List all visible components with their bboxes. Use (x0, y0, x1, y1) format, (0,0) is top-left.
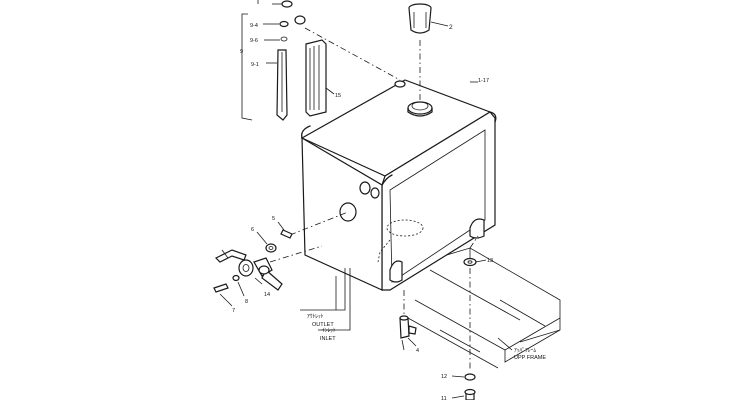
callout-1-17: 1-17 (478, 78, 489, 84)
callout-2: 2 (449, 24, 453, 31)
upper-frame-label: UPP FRAME (514, 355, 546, 361)
inlet-jp-label: ｲﾝﾚｯﾄ (322, 328, 336, 334)
callout-13: 13 (487, 258, 493, 264)
callout-9-4: 9-4 (250, 23, 258, 29)
callout-7: 7 (232, 308, 235, 314)
upper-frame (407, 247, 561, 369)
bolt-part-5: 5 (272, 216, 293, 239)
fitting-parts-7-8: 8 7 (213, 274, 248, 314)
drain-valve-part-14: 14 (214, 249, 283, 298)
callout-5: 5 (272, 216, 275, 222)
outlet-jp-label: ｱｳﾄﾚｯﾄ (307, 313, 324, 320)
strainer-part: 2 (408, 3, 453, 34)
sight-gauge: 15 (305, 39, 341, 117)
outlet-label: OUTLET (312, 322, 334, 328)
callout-14: 14 (264, 292, 270, 298)
callout-6: 6 (251, 227, 254, 233)
upper-frame-annotation: ｱｯﾊﾟﾌﾚｰﾑ UPP FRAME (497, 337, 546, 361)
level-gauge-group: 9-4 9-6 9 9-1 (240, 0, 306, 121)
leader-lines (269, 27, 479, 370)
callout-9-6: 9-6 (250, 38, 258, 44)
callout-9-1: 9-1 (251, 62, 259, 68)
callout-8: 8 (245, 299, 248, 305)
washer-part-6: 6 (251, 227, 277, 253)
callout-4: 4 (416, 348, 419, 354)
callout-15: 15 (335, 93, 341, 99)
inlet-label: INLET (320, 336, 336, 342)
hardware-parts-11-12: 12 11 (441, 373, 476, 402)
callout-11: 11 (441, 396, 447, 400)
port-annotations: ｱｳﾄﾚｯﾄ OUTLET ｲﾝﾚｯﾄ INLET (307, 313, 336, 342)
upper-frame-jp-label: ｱｯﾊﾟﾌﾚｰﾑ (514, 347, 536, 354)
callout-9: 9 (240, 49, 243, 55)
callout-12: 12 (441, 374, 447, 380)
washer-part-13: 13 (463, 257, 493, 267)
fitting-part-4: 4 (399, 315, 419, 354)
